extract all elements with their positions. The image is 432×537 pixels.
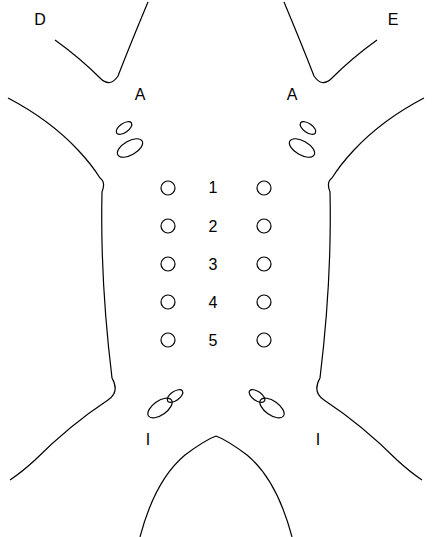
pair-number: 5 bbox=[209, 333, 218, 349]
pair-number: 3 bbox=[209, 257, 218, 273]
pair-number: 4 bbox=[209, 295, 218, 311]
region-letter: A bbox=[135, 87, 146, 103]
region-letter: I bbox=[146, 432, 150, 448]
pair-number: 1 bbox=[209, 180, 218, 196]
side-letter: E bbox=[388, 12, 399, 28]
region-letter: A bbox=[287, 87, 298, 103]
pair-number: 2 bbox=[209, 219, 218, 235]
region-letter: I bbox=[316, 432, 320, 448]
side-letter: D bbox=[34, 12, 46, 28]
